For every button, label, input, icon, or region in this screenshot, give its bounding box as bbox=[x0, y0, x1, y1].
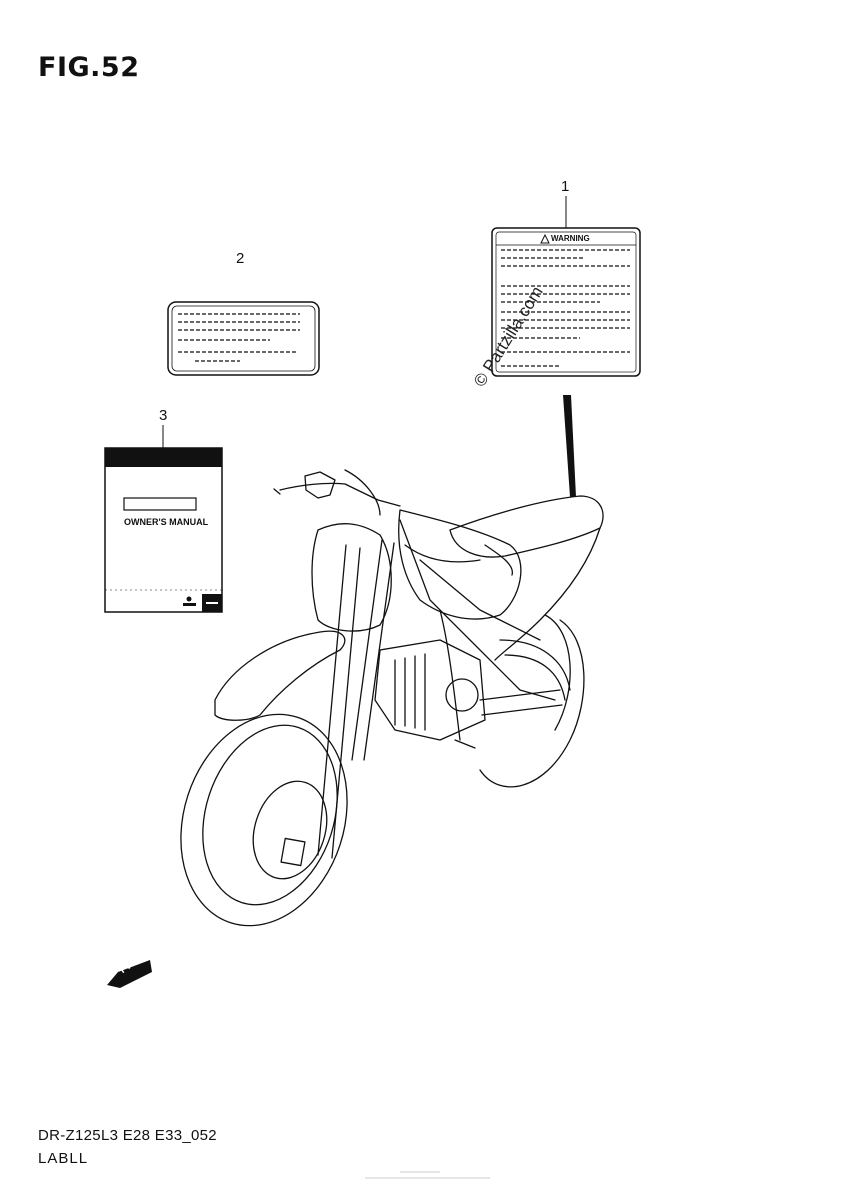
small-print bbox=[365, 1171, 490, 1179]
part-code: DR-Z125L3 E28 E33_052 bbox=[38, 1127, 217, 1144]
owners-manual bbox=[104, 447, 223, 613]
forward-arrow-icon bbox=[107, 960, 152, 988]
figure-title: FIG.52 bbox=[38, 52, 140, 83]
callout-2: 2 bbox=[236, 250, 245, 267]
manual-title: OWNER'S MANUAL bbox=[124, 517, 209, 527]
pointer-arrow bbox=[563, 395, 576, 497]
warning-triangle-icon bbox=[540, 233, 550, 244]
manual-emblem-icon bbox=[183, 596, 196, 606]
warning-label bbox=[491, 227, 641, 377]
info-label bbox=[167, 301, 320, 376]
callout-1: 1 bbox=[561, 178, 570, 195]
warning-heading: WARNING bbox=[551, 234, 590, 243]
motorcycle-drawing bbox=[180, 469, 604, 927]
callout-3: 3 bbox=[159, 407, 168, 424]
part-name: LABLL bbox=[38, 1150, 89, 1167]
